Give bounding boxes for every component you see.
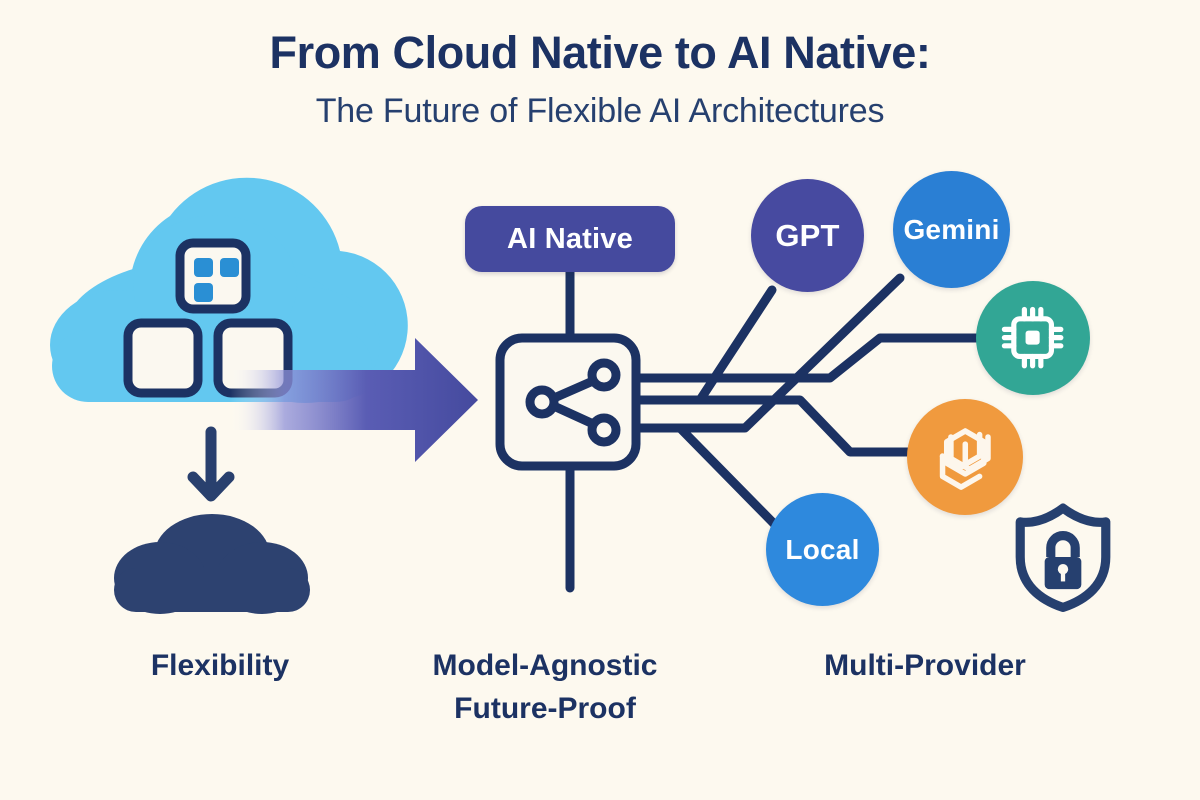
- solid-cloud-icon: [114, 514, 310, 614]
- caption-model-agnostic: Model-Agnostic Future-Proof: [380, 645, 710, 730]
- caption-model-agnostic-line2: Future-Proof: [454, 691, 636, 725]
- caption-multi-provider-line1: Multi-Provider: [824, 649, 1026, 682]
- cloud-native-stack-icon: [50, 177, 408, 403]
- cpu-chip-icon: [1002, 307, 1064, 369]
- provider-circle-gemini[interactable]: Gemini: [893, 171, 1010, 288]
- ai-native-badge[interactable]: AI Native: [465, 206, 675, 272]
- provider-label-gemini: Gemini: [903, 213, 1000, 245]
- caption-flexibility: Flexibility: [60, 645, 380, 688]
- transition-arrow-icon: [230, 338, 478, 462]
- connector-hub-gpt: [635, 285, 777, 405]
- provider-circle-gpt[interactable]: GPT: [751, 179, 864, 292]
- ai-native-badge-label: AI Native: [507, 222, 633, 255]
- caption-multi-provider: Multi-Provider: [740, 645, 1110, 688]
- model-router-node-icon: [495, 333, 641, 471]
- provider-circle-local[interactable]: Local: [766, 493, 879, 606]
- connector-hub-chip: [635, 333, 985, 383]
- openai-knot-icon: [939, 427, 991, 490]
- provider-label-local: Local: [785, 533, 860, 565]
- connector-lines: [565, 267, 985, 593]
- provider-circle-chip[interactable]: [976, 281, 1090, 395]
- connector-hub-openai: [635, 395, 920, 457]
- shield-lock-icon: [1015, 503, 1111, 612]
- connector-hub-local: [632, 423, 795, 545]
- caption-model-agnostic-line1: Model-Agnostic: [432, 649, 658, 682]
- down-arrow-icon: [187, 426, 235, 502]
- provider-circle-openai[interactable]: [907, 399, 1023, 515]
- caption-flexibility-line1: Flexibility: [150, 649, 290, 682]
- provider-label-gpt: GPT: [775, 217, 840, 253]
- security-shield-lock: [1014, 502, 1112, 612]
